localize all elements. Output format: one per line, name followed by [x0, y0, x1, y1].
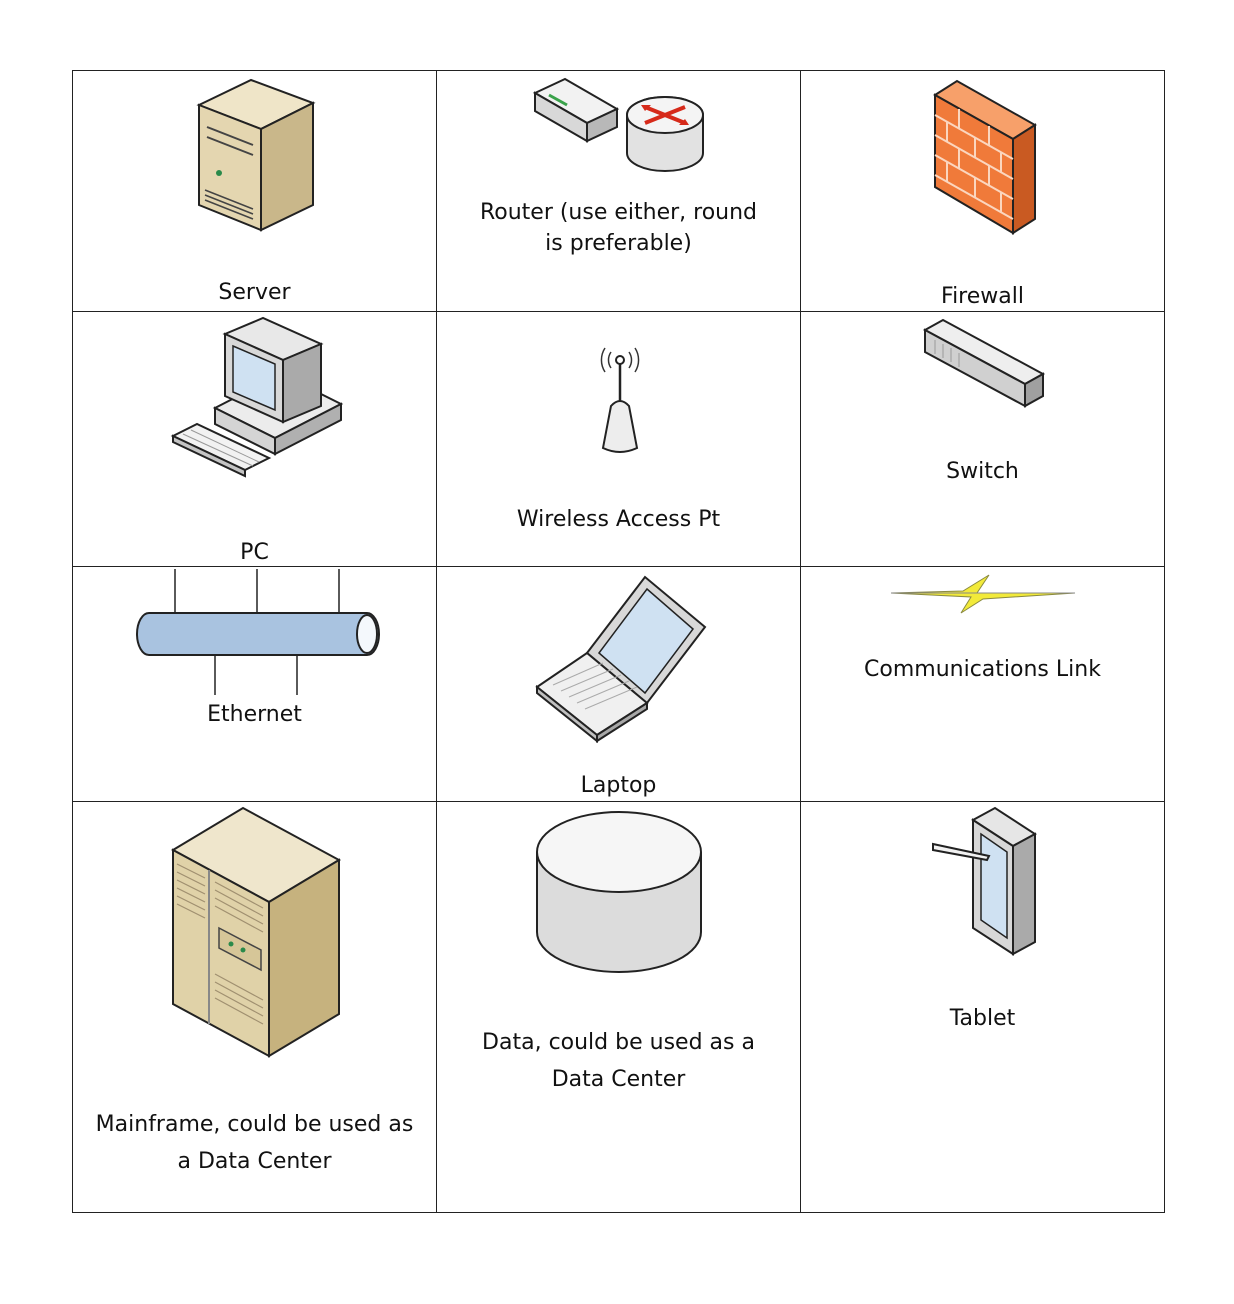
cell-wireless-ap: Wireless Access Pt — [436, 311, 801, 567]
server-tower-icon — [196, 78, 316, 232]
database-cylinder-icon — [536, 811, 702, 973]
label-tablet: Tablet — [949, 1006, 1016, 1031]
network-switch-icon — [922, 318, 1046, 408]
wireless-access-point-icon — [600, 347, 640, 453]
cell-switch: Switch — [800, 311, 1165, 567]
cell-ethernet: Ethernet — [72, 566, 437, 802]
label-comm-link: Communications Link — [864, 657, 1101, 682]
mainframe-cabinet-icon — [170, 806, 342, 1058]
label-mainframe: Mainframe, could be used as a Data Cente… — [95, 1112, 414, 1174]
label-router: Router (use either, round is preferable) — [479, 200, 758, 256]
cell-pc: PC — [72, 311, 437, 567]
label-pc: PC — [240, 540, 269, 565]
laptop-icon — [535, 575, 707, 744]
cell-server: Server — [72, 70, 437, 312]
ethernet-bus-icon — [136, 569, 380, 695]
tablet-stylus-icon — [932, 806, 1037, 956]
desktop-pc-icon — [170, 316, 344, 478]
label-ethernet: Ethernet — [207, 702, 302, 727]
label-server: Server — [218, 280, 291, 305]
label-laptop: Laptop — [580, 773, 657, 798]
cell-data: Data, could be used as a Data Center — [436, 801, 801, 1213]
firewall-brick-icon — [933, 79, 1037, 235]
cell-tablet: Tablet — [800, 801, 1165, 1213]
cell-mainframe: Mainframe, could be used as a Data Cente… — [72, 801, 437, 1213]
cell-router: Router (use either, round is preferable) — [436, 70, 801, 312]
label-data: Data, could be used as a Data Center — [482, 1030, 755, 1092]
label-wireless-ap: Wireless Access Pt — [516, 507, 721, 532]
router-icon — [532, 77, 704, 172]
cell-comm-link: Communications Link — [800, 566, 1165, 802]
cell-firewall: Firewall — [800, 70, 1165, 312]
label-switch: Switch — [946, 459, 1019, 484]
cell-laptop: Laptop — [436, 566, 801, 802]
label-firewall: Firewall — [941, 284, 1024, 309]
lightning-link-icon — [890, 574, 1076, 614]
